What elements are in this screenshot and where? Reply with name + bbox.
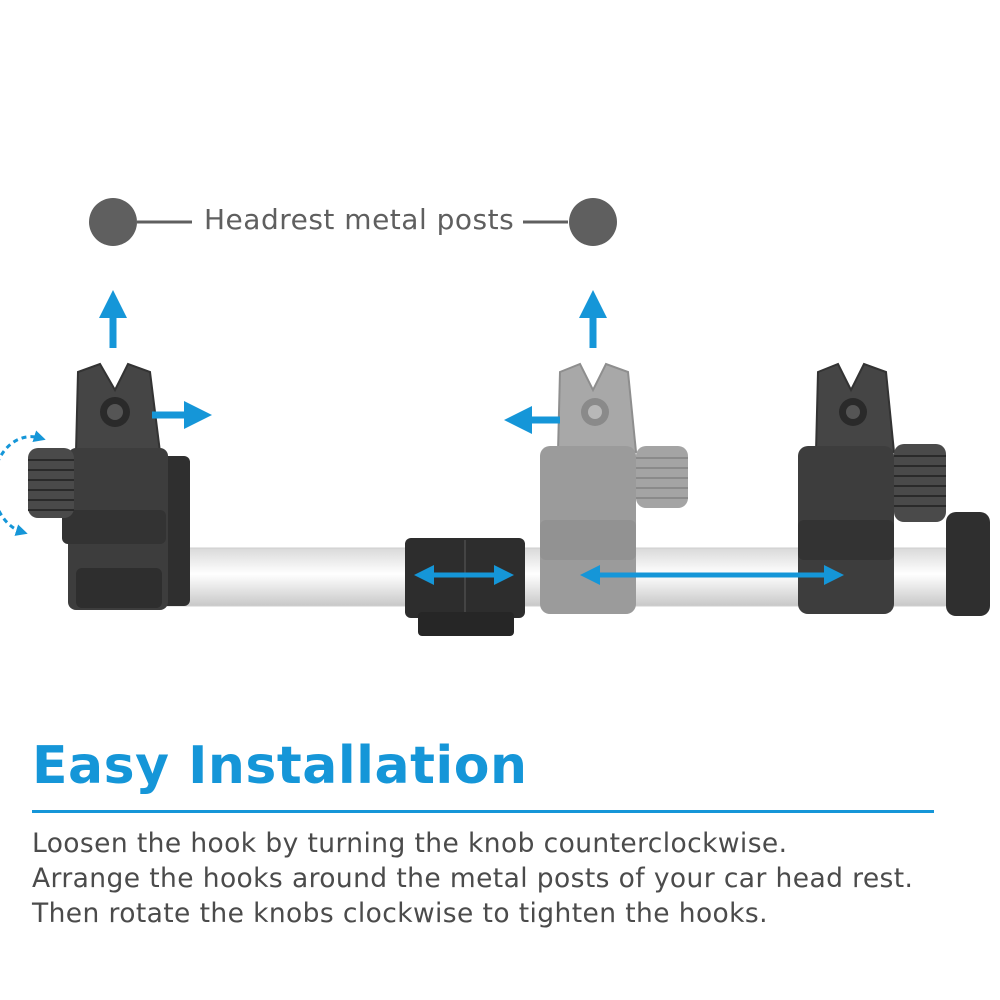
rod-end-cap <box>946 512 990 616</box>
instructions: Loosen the hook by turning the knob coun… <box>32 826 972 931</box>
knob-rotate-arrow <box>0 430 46 536</box>
section-title: Easy Installation <box>32 736 528 796</box>
headrest-posts-label: Headrest metal posts <box>204 203 515 236</box>
right-knob <box>894 444 946 522</box>
headrest-posts-indicator <box>89 198 617 246</box>
rod-sleeve <box>405 538 525 636</box>
right-post-dot <box>569 198 617 246</box>
left-knob <box>28 448 74 518</box>
title-divider <box>32 810 934 813</box>
installation-illustration <box>0 198 990 636</box>
instruction-line: Loosen the hook by turning the knob coun… <box>32 828 788 859</box>
left-hook-bracket <box>28 362 190 610</box>
instruction-line: Arrange the hooks around the metal posts… <box>32 863 914 894</box>
right-hook-bracket <box>798 362 990 616</box>
instruction-line: Then rotate the knobs clockwise to tight… <box>32 898 768 929</box>
motion-arrows <box>0 290 844 585</box>
left-post-dot <box>89 198 137 246</box>
